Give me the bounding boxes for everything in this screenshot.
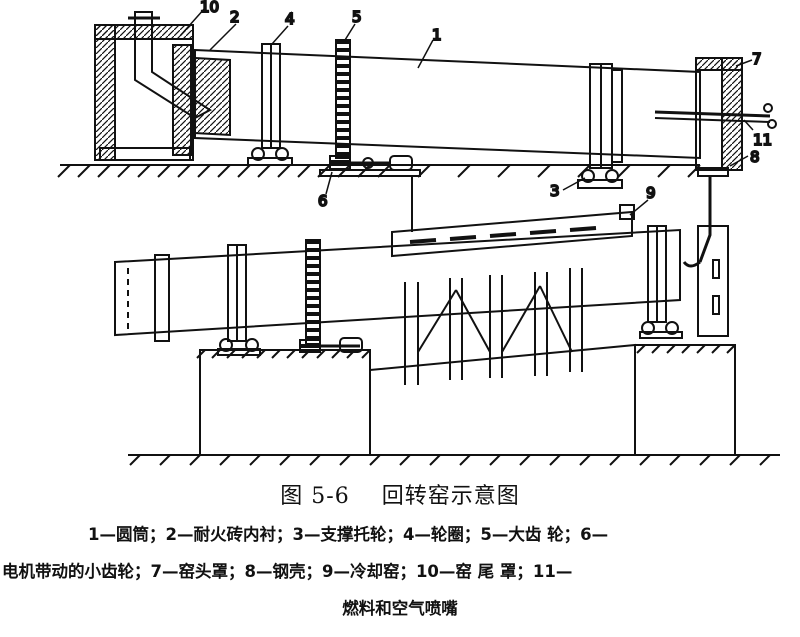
foundation-left — [199, 349, 371, 456]
leader-lines — [179, 7, 754, 216]
burner-pipe-2 — [654, 117, 771, 123]
figure-legend: 1—圆筒；2—耐火砖内衬；3—支撑托轮；4—轮圈；5—大齿 轮；6— 电机带动的… — [0, 516, 800, 627]
transfer-chute-right — [698, 176, 712, 263]
burner-pipe — [654, 110, 771, 118]
cooler-end-curve — [682, 260, 701, 268]
riding-ring-right-band — [611, 69, 623, 163]
label-6: 6 — [318, 192, 328, 210]
cooler-end-tower-slot-2 — [712, 295, 720, 315]
cooler-cylinder — [114, 228, 681, 337]
label-3: 3 — [550, 182, 560, 200]
figure-number: 图 5-6 — [280, 484, 350, 509]
cooler-support-roller-left — [217, 338, 261, 356]
top-kiln — [57, 11, 777, 189]
label-1: 1 — [432, 26, 442, 44]
cooler-kiln — [114, 204, 780, 466]
label-4: 4 — [285, 10, 295, 28]
burner-valve-2 — [767, 119, 777, 129]
tail-hood-brick — [94, 24, 116, 161]
cooler-outlet-ring — [154, 254, 170, 342]
girth-gear — [335, 39, 351, 159]
figure-caption: 图 5-6 回转窑示意图 — [0, 478, 800, 510]
cooler-frame-slots — [409, 226, 597, 244]
label-8: 8 — [750, 148, 760, 166]
label-2: 2 — [230, 8, 240, 26]
legend-line-2: 电机带动的小齿轮；7—窑头罩；8—钢壳；9—冷却窑；10—窑 尾 罩；11— — [2, 562, 573, 581]
rotary-kiln-diagram: 10 2 4 5 1 7 11 8 3 6 9 — [57, 0, 780, 466]
cooler-pinion-motor — [299, 337, 363, 353]
cooler-legs — [404, 268, 583, 385]
label-10: 10 — [200, 0, 219, 16]
cooler-end-tower — [697, 225, 729, 337]
legend-line-3: 燃料和空气喷嘴 — [342, 599, 458, 618]
label-5: 5 — [352, 8, 362, 26]
support-roller-left — [247, 147, 293, 166]
label-9: 9 — [646, 184, 656, 202]
cooler-frame — [391, 210, 633, 258]
foundation-right-hatch — [636, 344, 736, 354]
tail-hood-base — [99, 147, 191, 161]
refractory-lining — [194, 56, 231, 137]
tail-hood-inner — [172, 44, 192, 156]
cooler-support-roller-right — [639, 321, 683, 339]
cooler-braces — [417, 285, 573, 353]
pinion-motor — [319, 155, 421, 177]
head-shell — [697, 167, 729, 177]
head-hood-brick-top — [695, 57, 743, 71]
tail-hood-brick-top — [94, 24, 194, 40]
support-roller-right — [577, 169, 623, 189]
legend-line-1: 1—圆筒；2—耐火砖内衬；3—支撑托轮；4—轮圈；5—大齿 轮；6— — [88, 525, 609, 544]
burner-valve — [763, 103, 773, 113]
cooler-girth-gear — [305, 239, 321, 345]
foundation-right — [634, 344, 736, 456]
cooler-end-tower-slot — [712, 259, 720, 279]
figure-title: 回转窑示意图 — [381, 484, 520, 509]
label-7: 7 — [752, 50, 762, 68]
label-11: 11 — [753, 131, 772, 149]
bottom-ground-hatch — [129, 454, 771, 466]
